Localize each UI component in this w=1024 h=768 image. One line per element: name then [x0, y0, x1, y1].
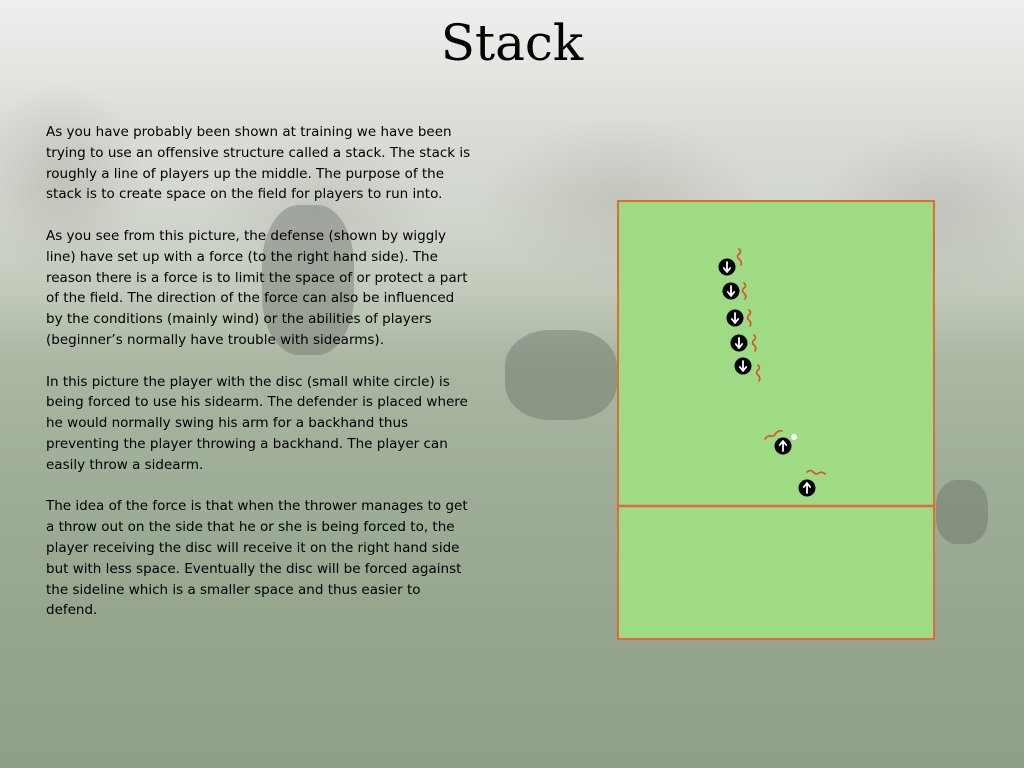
- stack-player-4: [729, 333, 749, 353]
- paragraph-2: As you see from this picture, the defens…: [46, 227, 468, 348]
- stack-player-3: [725, 308, 745, 328]
- stack-diagram: [617, 200, 935, 640]
- background-player-left: [262, 205, 354, 355]
- paragraph-1: As you have probably been shown at train…: [46, 124, 471, 203]
- background-player-right-leg: [936, 480, 988, 544]
- defender-3: [746, 309, 752, 327]
- stack-player-1: [717, 257, 737, 277]
- body-text: As you have probably been shown at train…: [46, 122, 474, 642]
- handler-player: [797, 478, 817, 498]
- paragraph-3: In this picture the player with the disc…: [46, 373, 468, 473]
- paragraph-4: The idea of the force is that when the t…: [46, 498, 468, 619]
- field-area: [617, 200, 935, 640]
- slide-title: Stack: [440, 14, 584, 72]
- background-player-right-arm: [505, 330, 617, 420]
- stack-player-5: [733, 356, 753, 376]
- stack-player-2: [721, 281, 741, 301]
- thrower-defender: [764, 429, 783, 440]
- field-svg: [617, 200, 935, 640]
- defender-5: [755, 364, 761, 382]
- thrower-player: [773, 436, 793, 456]
- disc-icon: [791, 434, 797, 440]
- defender-4: [751, 334, 757, 352]
- handler-defender: [806, 469, 826, 475]
- defender-2: [741, 282, 747, 300]
- defender-1: [736, 248, 743, 266]
